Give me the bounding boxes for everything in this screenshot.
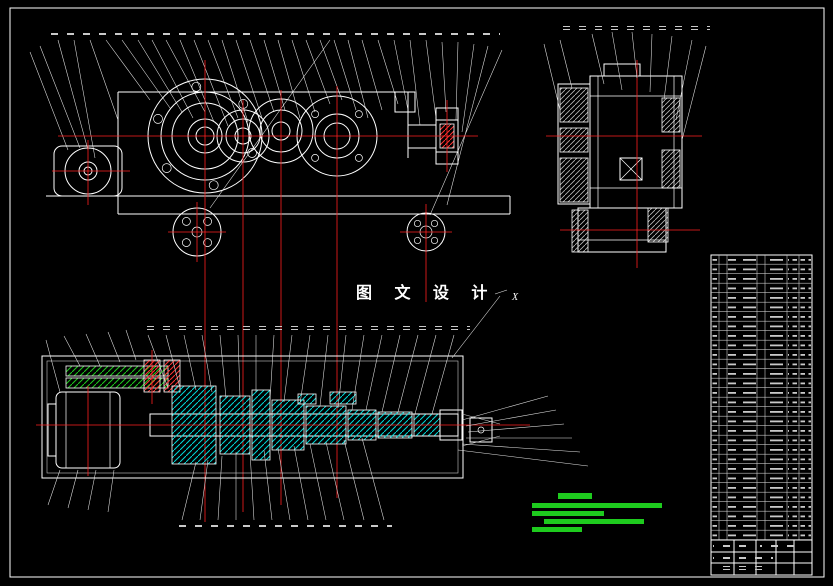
leader-lines-front <box>29 31 503 216</box>
title-block-text <box>713 555 773 559</box>
table-column-lines <box>718 255 800 540</box>
table-col-name-text <box>728 257 756 539</box>
parts-list-table <box>710 254 813 576</box>
housing-inspection-boss <box>394 91 416 113</box>
notes-heading-bar <box>558 493 592 499</box>
bolt-hole <box>203 238 212 247</box>
bearing-section-hatch <box>559 127 589 153</box>
bearing-section-hatch <box>647 207 669 243</box>
caption-tick <box>494 289 508 295</box>
bearing-section-hatch <box>661 149 681 189</box>
key-section <box>329 391 357 405</box>
notes-line-bar <box>532 511 604 516</box>
leader-fan-right <box>451 295 589 467</box>
technical-notes <box>532 493 662 532</box>
side-top-cap <box>603 63 641 77</box>
bolt-hole <box>413 219 422 228</box>
leader-fan-up <box>147 334 455 415</box>
bearing-section-hatch <box>559 157 589 203</box>
title-block-text <box>714 566 764 570</box>
bolt-hole <box>191 81 202 92</box>
output-hole <box>477 426 485 434</box>
side-key-block <box>619 157 643 181</box>
bolt-hole <box>161 163 172 173</box>
table-col-note-text <box>800 257 811 539</box>
projection-centerlines <box>204 60 427 522</box>
output-end <box>439 409 501 447</box>
leader-fan-left <box>45 329 137 513</box>
notes-line-bar <box>532 527 582 532</box>
drawing-border <box>9 7 825 578</box>
bolt-hole <box>247 148 257 158</box>
bearing-section-hatch <box>559 87 589 123</box>
motor-body-lines <box>65 392 111 468</box>
notes-line-bar <box>532 503 662 508</box>
table-col-qty-text <box>788 257 798 539</box>
bolt-hole <box>208 180 219 191</box>
front-view <box>46 60 511 522</box>
balloon-numbers-side <box>560 26 710 30</box>
motor-end-cap <box>47 403 57 457</box>
bearing-section-hatch <box>571 209 589 253</box>
bolt-hole <box>355 110 363 118</box>
bolt-hole <box>355 154 363 162</box>
side-view-detail-lines <box>578 76 682 253</box>
centerlines-section <box>36 350 530 476</box>
bolt-hole <box>311 154 319 162</box>
leader-fan-side <box>543 31 707 141</box>
bolt-hole <box>430 236 439 245</box>
bolt-hole <box>430 219 439 228</box>
bolt-hole <box>182 217 191 226</box>
bearing-section-hatch <box>661 97 681 133</box>
table-col-material-text <box>766 257 785 539</box>
centerlines-front <box>52 100 478 262</box>
caption-section-mark: X <box>511 292 519 303</box>
section-view <box>36 350 530 479</box>
bolt-hole <box>311 110 319 118</box>
bolt-hole <box>182 238 191 247</box>
leader-fan-front <box>29 39 503 216</box>
section-outer-frame <box>41 355 464 479</box>
key-section <box>297 393 317 405</box>
balloon-numbers-up <box>140 326 470 330</box>
leader-fan-down <box>181 437 385 521</box>
centerlines-side <box>546 60 702 268</box>
side-view <box>543 26 710 268</box>
title-block-text <box>713 543 753 547</box>
motor-plan <box>47 391 121 469</box>
bolt-hole <box>413 236 422 245</box>
balloon-numbers-top <box>50 31 500 35</box>
balloon-numbers-down <box>172 524 392 528</box>
caption-text: 图 文 设 计 <box>356 283 496 302</box>
bolt-hole <box>203 217 212 226</box>
caption: 图 文 设 计 X <box>356 283 519 303</box>
title-block <box>711 539 812 575</box>
title-block-text <box>760 543 800 547</box>
notes-line-bar <box>544 519 644 524</box>
leader-lines-section <box>45 295 589 528</box>
table-col-index-text <box>712 257 718 539</box>
bolt-hole <box>153 114 163 124</box>
